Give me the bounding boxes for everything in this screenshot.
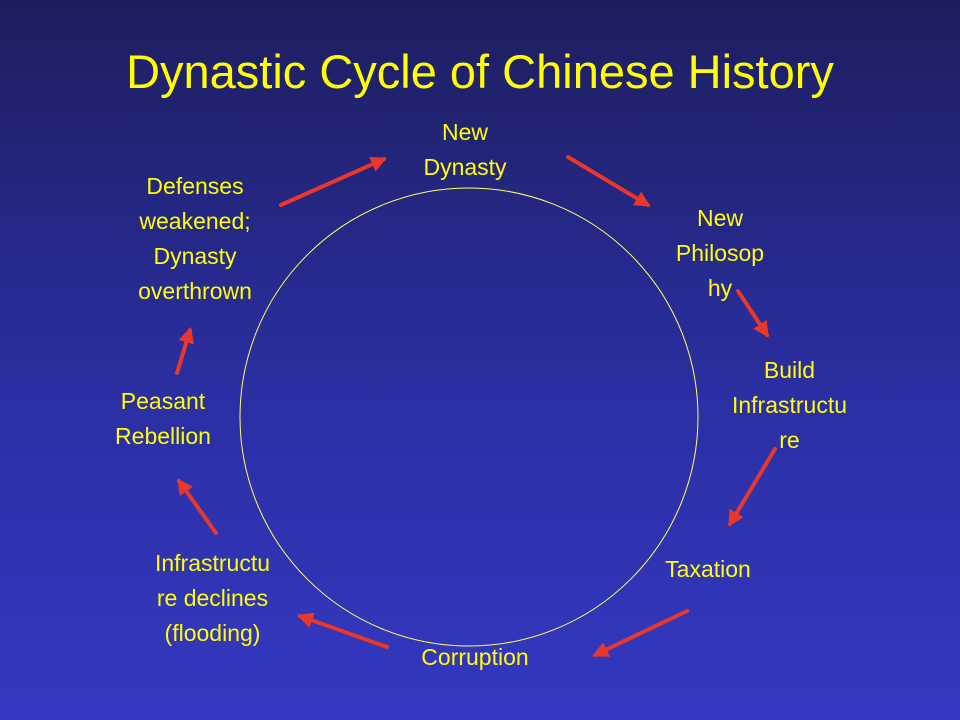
node-line: Dynasty <box>423 154 507 180</box>
cycle-circle <box>239 187 699 647</box>
node-peasant-rebellion: Peasant Rebellion <box>88 384 238 454</box>
edges <box>175 155 777 657</box>
node-line: Infrastructu <box>154 550 271 576</box>
node-corruption: Corruption <box>385 640 565 675</box>
node-line: Peasant <box>120 388 206 414</box>
node-line: New <box>696 205 743 231</box>
arrow-taxation-to-corruption <box>592 609 689 657</box>
node-line: overthrown <box>138 278 252 304</box>
node-line: re <box>779 427 800 453</box>
node-line: Infrastructu <box>731 392 848 418</box>
node-infrastructure-declines: Infrastructu re declines (flooding) <box>115 546 310 651</box>
arrow-infrastructure-declines-to-peasant-rebellion <box>177 478 218 535</box>
node-line: weakened; <box>139 208 251 234</box>
node-new-philosophy: New Philosop hy <box>640 201 800 306</box>
node-line: Corruption <box>421 644 529 670</box>
node-line: hy <box>707 275 733 301</box>
node-line: (flooding) <box>164 620 261 646</box>
arrow-build-infrastructure-to-taxation <box>728 447 777 527</box>
node-new-dynasty: New Dynasty <box>390 115 540 185</box>
node-line: Defenses <box>146 173 244 199</box>
node-line: Build <box>763 357 816 383</box>
arrow-defenses-weakened-to-new-dynasty <box>279 156 387 207</box>
node-taxation: Taxation <box>633 552 783 587</box>
node-line: Taxation <box>665 556 751 582</box>
node-line: Dynasty <box>153 243 237 269</box>
slide-title: Dynastic Cycle of Chinese History <box>126 45 834 98</box>
node-line: re declines <box>156 585 269 611</box>
arrow-corruption-to-infrastructure-declines <box>296 612 389 649</box>
node-build-infrastructure: Build Infrastructu re <box>697 353 882 458</box>
node-defenses-weakened: Defenses weakened; Dynasty overthrown <box>100 169 290 309</box>
arrow-new-philosophy-to-build-infrastructure <box>736 289 769 338</box>
node-line: Rebellion <box>115 423 211 449</box>
arrow-peasant-rebellion-to-defenses-weakened <box>175 326 194 375</box>
arrow-new-dynasty-to-new-philosophy <box>566 155 651 207</box>
node-line: Philosop <box>675 240 765 266</box>
node-line: New <box>441 119 488 145</box>
